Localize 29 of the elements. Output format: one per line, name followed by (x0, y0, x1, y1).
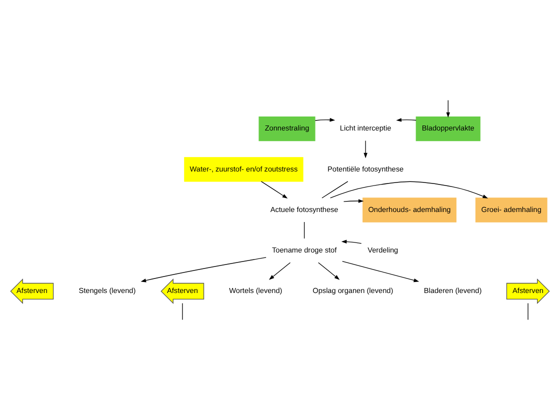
arrow (446, 100, 450, 118)
arrow (260, 181, 288, 199)
node-text: Toename droge stof (272, 245, 337, 254)
connector (304, 222, 305, 239)
arrow (330, 181, 488, 198)
arrow (396, 118, 416, 122)
node-box: Zonnestraling (258, 116, 316, 142)
connector (322, 181, 348, 198)
node-box: Bladoppervlakte (416, 116, 480, 142)
arrow (343, 199, 364, 203)
node-text: Opslag organen (levend) (312, 286, 394, 296)
node-text: Potentiële fotosynthese (328, 164, 404, 174)
arrow (342, 261, 420, 282)
node-box: Onderhouds- ademhaling (362, 198, 456, 222)
node-box: Water-, zuurstof- en/of zoutstress (184, 157, 304, 182)
node-box: Groei- ademhaling (475, 198, 548, 222)
node-text: Licht interceptie (340, 124, 392, 133)
arrow (140, 257, 266, 282)
node-text: Verdeling (368, 245, 398, 254)
node-text: Wortels (levend) (229, 286, 282, 296)
arrow (318, 262, 340, 280)
arrow (364, 140, 368, 158)
connector (182, 302, 183, 320)
arrow (341, 240, 362, 244)
node-text: Actuele fotosynthese (270, 204, 338, 214)
node-text: Stengels (levend) (78, 286, 136, 296)
arrow (314, 118, 336, 122)
arrow (268, 262, 291, 280)
node-text: Bladeren (levend) (424, 286, 482, 296)
